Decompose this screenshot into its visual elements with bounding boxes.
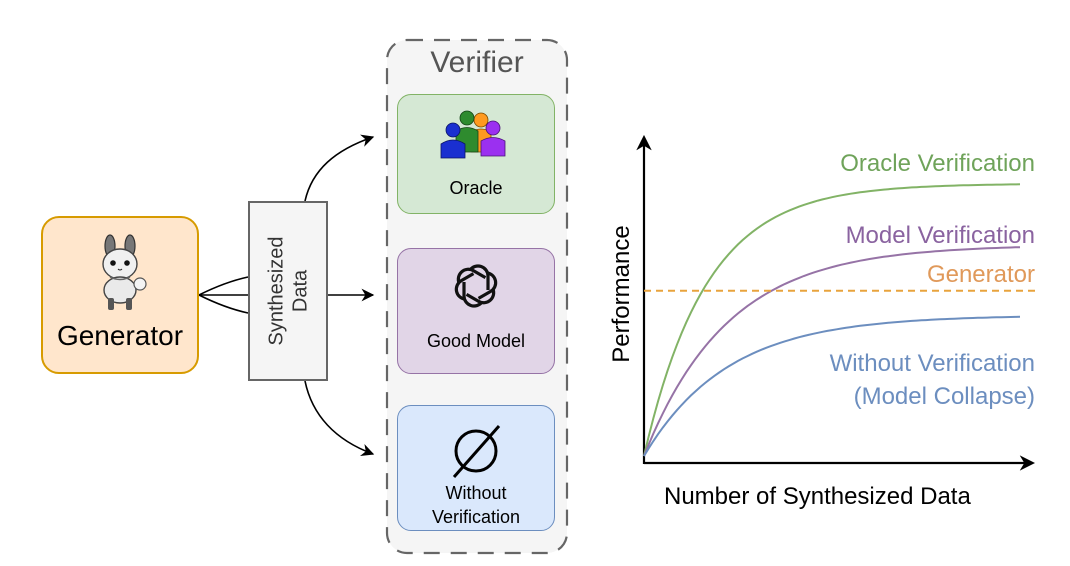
oracle-label: Oracle [449, 178, 503, 198]
empty-set-icon [446, 420, 506, 478]
without-verification-label-line1: Without [445, 483, 507, 503]
synthesized-data-label: Synthesized Data [248, 201, 328, 381]
y-axis-label: Performance [608, 225, 635, 363]
good-model-card [397, 248, 555, 374]
oracle-card [397, 94, 555, 214]
series-without-verification-curve [643, 315, 1021, 457]
series-oracle-verification-curve [643, 183, 1021, 457]
people-group-icon [435, 108, 515, 160]
series-model-verification-curve [643, 246, 1021, 457]
oracle-verification-label: Oracle Verification [840, 150, 1035, 177]
verifier-title: Verifier [430, 46, 524, 79]
fan-line-bottom [198, 294, 249, 314]
without-verification-curve-label-line1: Without Verification [829, 350, 1035, 377]
arrow-to-without [304, 380, 375, 457]
x-axis-label: Number of Synthesized Data [664, 483, 971, 510]
generator-box [41, 216, 199, 374]
without-verification-label-line2: Verification [431, 507, 521, 527]
generator-label: Generator [56, 320, 184, 351]
synthesized-data-line1: Synthesized [265, 236, 287, 346]
synthesized-data-line2: Data [289, 269, 311, 313]
verifier-dashed-border [385, 38, 569, 555]
without-verification-curve-label-line2: (Model Collapse) [853, 383, 1035, 410]
performance-chart [636, 134, 1038, 471]
synthesized-data-box [248, 201, 328, 381]
model-verification-label: Model Verification [845, 222, 1035, 249]
arrow-to-oracle [304, 134, 375, 202]
llama-icon [80, 232, 160, 314]
without-verification-card [397, 405, 555, 531]
generator-line-label: Generator [926, 261, 1035, 288]
good-model-label: Good Model [426, 331, 526, 351]
fan-line-top [198, 276, 249, 296]
openai-logo-icon [452, 262, 500, 310]
